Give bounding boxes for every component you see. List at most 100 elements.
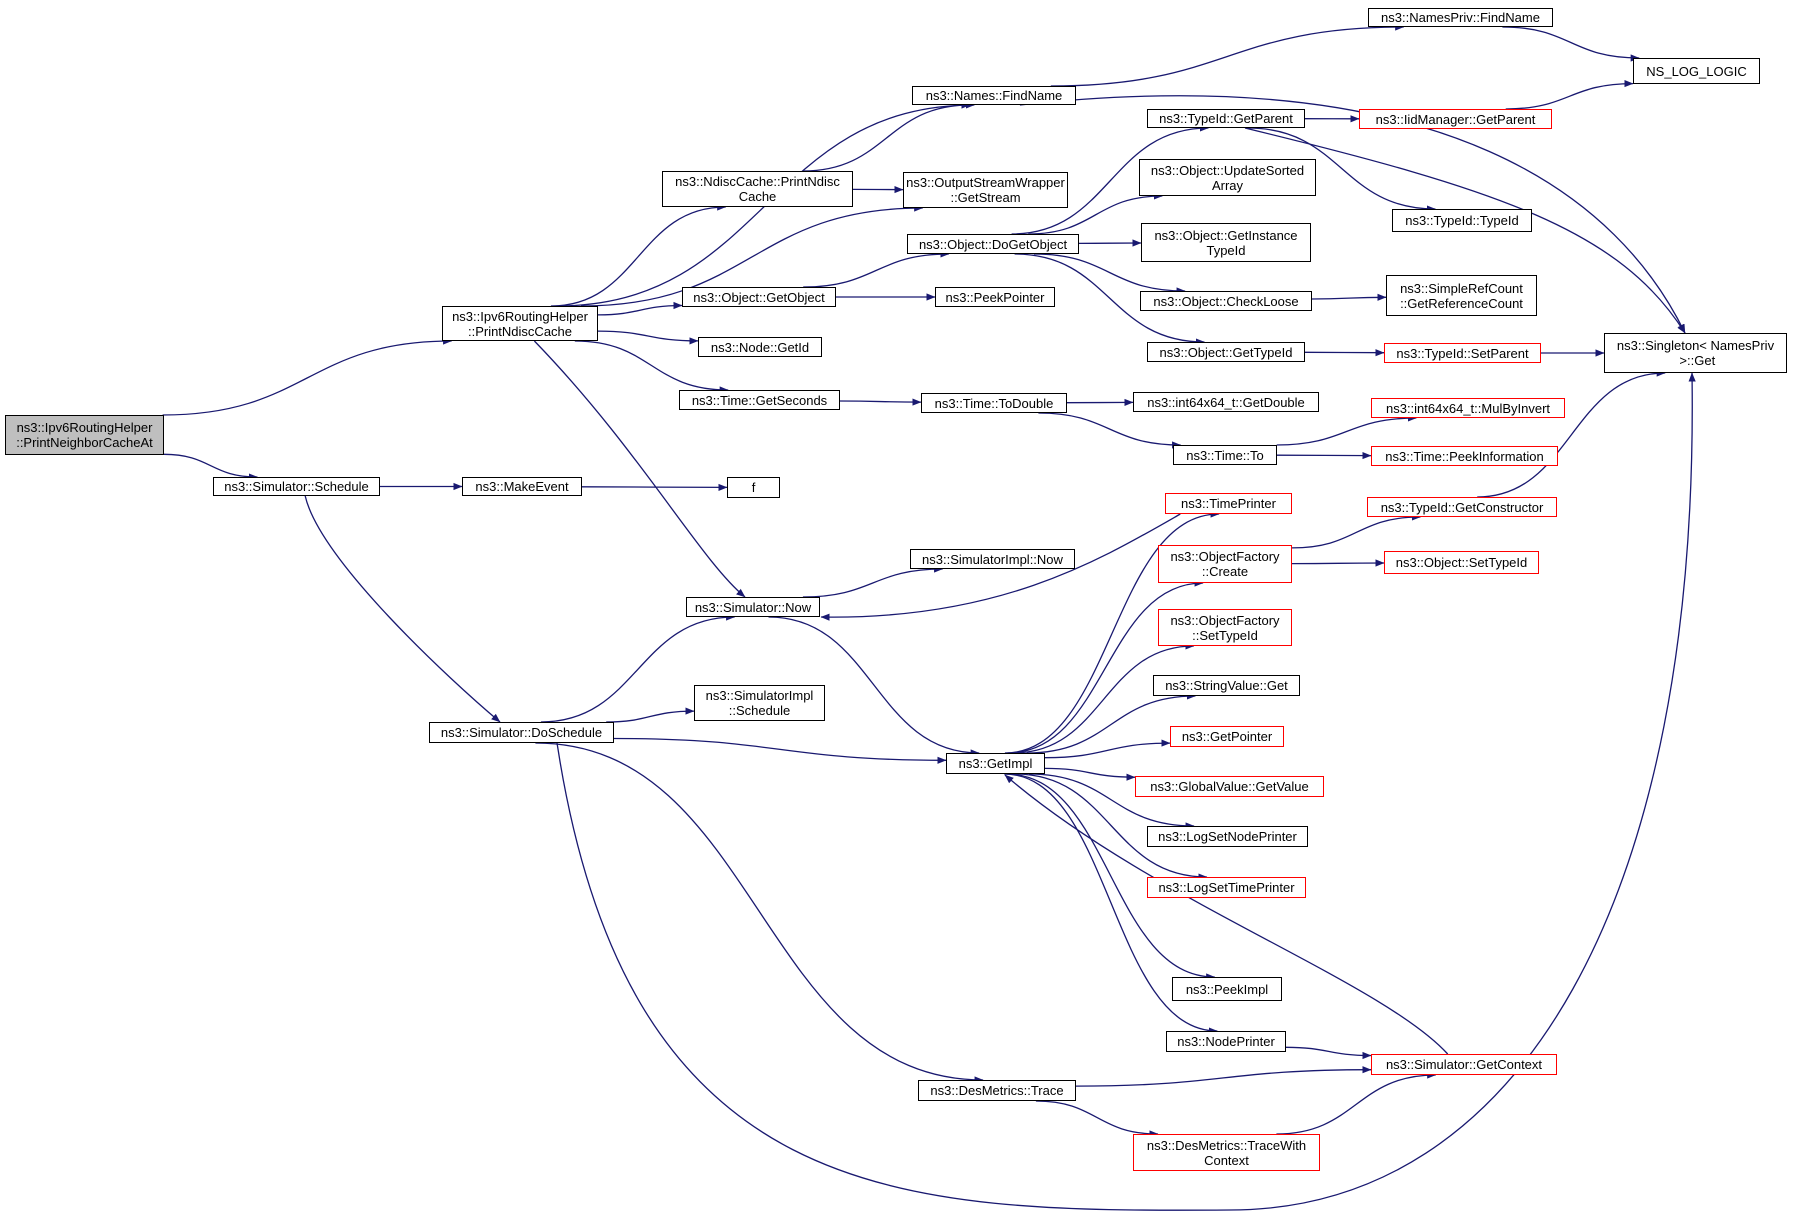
graph-node-n25[interactable]: ns3::int64x64_t::GetDouble <box>1133 392 1319 412</box>
graph-edge-n31-n35 <box>535 742 984 1084</box>
graph-edge-n35-n48 <box>1075 1066 1372 1087</box>
graph-edge-n34-n38 <box>1013 642 1195 754</box>
graph-edge-n15-n12 <box>1244 127 1686 334</box>
graph-edge-n37-n46 <box>1291 513 1421 549</box>
graph-edge-n9-n32 <box>802 565 944 598</box>
graph-node-n24[interactable]: ns3::Time::ToDouble <box>921 393 1067 413</box>
graph-node-n42[interactable]: ns3::LogSetNodePrinter <box>1147 826 1308 847</box>
graph-edge-n34-n37 <box>1007 579 1204 754</box>
graph-node-n19[interactable]: ns3::Object::GetTypeId <box>1147 342 1305 362</box>
graph-edge-n34-n42 <box>1028 773 1195 830</box>
graph-edge-n48-n34 <box>1004 774 1449 1055</box>
graph-edge-n0-n1 <box>162 337 453 416</box>
graph-edge-n1-n6 <box>597 301 683 316</box>
graph-node-n11[interactable]: NS_LOG_LOGIC <box>1633 58 1760 84</box>
graph-edge-n34-n44 <box>1006 773 1216 981</box>
graph-edge-n35-n49 <box>1035 1100 1159 1138</box>
graph-edge-n0-n2 <box>163 453 258 481</box>
graph-edge-n31-n33 <box>606 707 695 723</box>
graph-node-n20[interactable]: ns3::IidManager::GetParent <box>1359 109 1552 129</box>
graph-edge-n46-n12 <box>1477 369 1666 498</box>
graph-node-n48[interactable]: ns3::Simulator::GetContext <box>1371 1054 1557 1075</box>
graph-edge-n34-n45 <box>1004 773 1218 1035</box>
graph-node-n37[interactable]: ns3::ObjectFactory ::Create <box>1158 545 1292 583</box>
graph-node-n2[interactable]: ns3::Simulator::Schedule <box>213 477 380 496</box>
graph-node-n21[interactable]: ns3::TypeId::TypeId <box>1392 209 1532 232</box>
graph-node-n27[interactable]: ns3::int64x64_t::MulByInvert <box>1371 398 1565 418</box>
graph-node-n4[interactable]: ns3::NdiscCache::PrintNdisc Cache <box>662 171 853 207</box>
graph-edge-n4-n3 <box>802 101 971 172</box>
graph-edge-n1-n7 <box>597 330 699 345</box>
graph-node-n23[interactable]: ns3::TypeId::SetParent <box>1384 343 1541 363</box>
graph-node-n10[interactable]: ns3::NamesPriv::FindName <box>1368 8 1553 27</box>
graph-node-n16[interactable]: ns3::Object::UpdateSorted Array <box>1139 159 1316 196</box>
graph-edge-n13-n15 <box>1011 124 1209 235</box>
graph-node-n8[interactable]: ns3::Time::GetSeconds <box>679 390 840 410</box>
graph-edge-n20-n11 <box>1505 80 1634 110</box>
graph-edge-n49-n48 <box>1276 1071 1437 1135</box>
graph-node-n18[interactable]: ns3::Object::CheckLoose <box>1140 291 1312 311</box>
graph-node-n1[interactable]: ns3::Ipv6RoutingHelper ::PrintNdiscCache <box>442 306 598 341</box>
graph-node-n26[interactable]: ns3::Time::To <box>1173 445 1277 465</box>
graph-edge-n3-n12 <box>1019 95 1686 334</box>
graph-edge-n1-n9 <box>533 340 746 598</box>
graph-node-n5[interactable]: ns3::OutputStreamWrapper ::GetStream <box>903 172 1068 208</box>
graph-node-n13[interactable]: ns3::Object::DoGetObject <box>907 234 1079 254</box>
graph-node-n9[interactable]: ns3::Simulator::Now <box>686 597 820 617</box>
graph-edge-n31-n34 <box>613 737 947 764</box>
graph-node-n46[interactable]: ns3::TypeId::GetConstructor <box>1367 497 1557 517</box>
graph-node-n45[interactable]: ns3::NodePrinter <box>1166 1031 1286 1052</box>
graph-node-n43[interactable]: ns3::LogSetTimePrinter <box>1147 877 1306 898</box>
graph-edge-n31-n9 <box>540 613 736 723</box>
graph-node-n34[interactable]: ns3::GetImpl <box>946 753 1045 774</box>
graph-edge-n31-n12 <box>553 372 1696 1211</box>
graph-edge-n1-n8 <box>574 340 729 394</box>
graph-node-n6[interactable]: ns3::Object::GetObject <box>682 287 836 307</box>
graph-edge-n1-n4 <box>550 203 727 307</box>
graph-node-n30[interactable]: f <box>727 477 780 498</box>
graph-edge-n8-n24 <box>839 398 922 406</box>
graph-node-n15[interactable]: ns3::TypeId::GetParent <box>1147 109 1305 128</box>
graph-edge-n13-n16 <box>1028 192 1163 235</box>
graph-node-n7[interactable]: ns3::Node::GetId <box>698 337 822 357</box>
graph-edge-n6-n13 <box>803 250 950 288</box>
graph-edge-n3-n10 <box>1050 23 1405 87</box>
graph-edge-n10-n11 <box>1502 26 1640 62</box>
graph-node-n0: ns3::Ipv6RoutingHelper ::PrintNeighborCa… <box>5 415 164 455</box>
graph-edge-n34-n40 <box>1044 739 1171 759</box>
graph-node-n33[interactable]: ns3::SimulatorImpl ::Schedule <box>694 685 825 721</box>
graph-node-n22[interactable]: ns3::SimpleRefCount ::GetReferenceCount <box>1386 275 1537 316</box>
graph-node-n17[interactable]: ns3::Object::GetInstance TypeId <box>1141 223 1311 262</box>
graph-node-n44[interactable]: ns3::PeekImpl <box>1172 977 1282 1001</box>
graph-node-n47[interactable]: ns3::Object::SetTypeId <box>1384 551 1539 574</box>
graph-node-n49[interactable]: ns3::DesMetrics::TraceWith Context <box>1133 1134 1320 1171</box>
graph-edge-n24-n26 <box>1038 412 1182 449</box>
graph-node-n12[interactable]: ns3::Singleton< NamesPriv >::Get <box>1604 333 1787 373</box>
graph-edge-n2-n31 <box>304 495 501 723</box>
graph-node-n3[interactable]: ns3::Names::FindName <box>912 86 1076 105</box>
graph-node-n29[interactable]: ns3::MakeEvent <box>462 477 582 496</box>
graph-edge-n36-n9 <box>820 513 1181 621</box>
graph-node-n14[interactable]: ns3::PeekPointer <box>935 287 1055 307</box>
graph-node-n31[interactable]: ns3::Simulator::DoSchedule <box>429 722 614 743</box>
graph-edge-n18-n22 <box>1311 293 1387 301</box>
graph-edge-n9-n34 <box>768 616 980 757</box>
graph-edge-n13-n19 <box>1014 253 1205 346</box>
graph-node-n36[interactable]: ns3::TimePrinter <box>1165 493 1292 514</box>
graph-node-n40[interactable]: ns3::GetPointer <box>1170 726 1284 747</box>
graph-edge-n34-n36 <box>1004 510 1220 754</box>
graph-edge-n34-n41 <box>1044 767 1136 781</box>
graph-edge-n13-n18 <box>1033 253 1186 295</box>
graph-edge-n26-n27 <box>1276 414 1417 446</box>
graph-edge-n1-n5 <box>580 204 924 307</box>
graph-edge-n34-n39 <box>1026 692 1196 754</box>
graph-node-n41[interactable]: ns3::GlobalValue::GetValue <box>1135 776 1324 797</box>
graph-node-n32[interactable]: ns3::SimulatorImpl::Now <box>910 549 1075 569</box>
graph-node-n38[interactable]: ns3::ObjectFactory ::SetTypeId <box>1158 609 1292 646</box>
graph-node-n39[interactable]: ns3::StringValue::Get <box>1153 675 1300 696</box>
graph-node-n28[interactable]: ns3::Time::PeekInformation <box>1371 446 1558 466</box>
graph-node-n35[interactable]: ns3::DesMetrics::Trace <box>918 1080 1076 1101</box>
graph-edge-n15-n21 <box>1247 127 1436 213</box>
